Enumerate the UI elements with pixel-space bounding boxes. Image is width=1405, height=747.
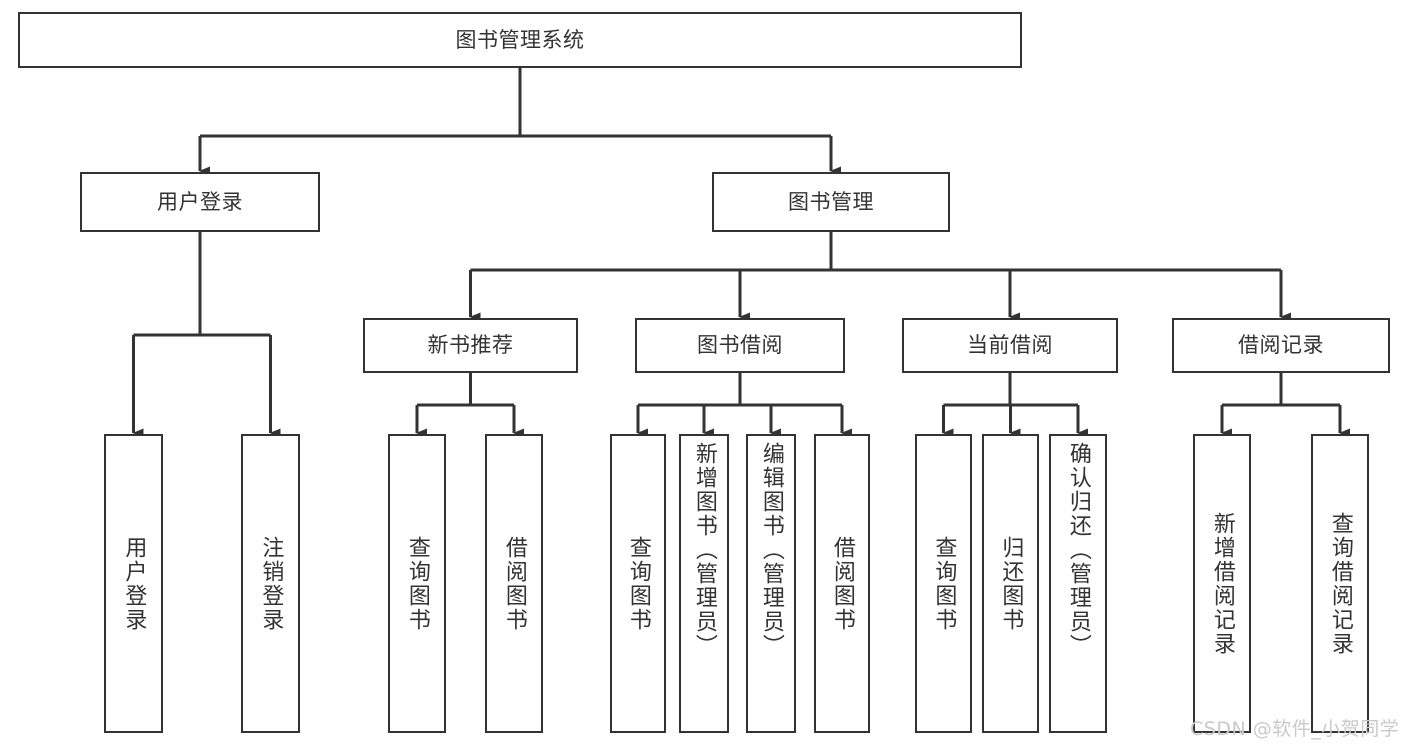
node-l-bk-add[interactable]: 新增图书（管理员） bbox=[679, 434, 729, 733]
node-label: 图书管理系统 bbox=[455, 27, 585, 52]
node-l-user-logout[interactable]: 注销登录 bbox=[241, 434, 300, 733]
node-l-user-login[interactable]: 用户登录 bbox=[104, 434, 163, 733]
node-t1-user-login[interactable]: 用户登录 bbox=[80, 172, 320, 232]
node-label: 查询图书 bbox=[625, 535, 651, 632]
node-t2-borrow[interactable]: 图书借阅 bbox=[635, 318, 845, 373]
edge-group bbox=[132, 68, 1350, 438]
node-root[interactable]: 图书管理系统 bbox=[18, 12, 1022, 68]
csdn-watermark: CSDN @软件_小贺同学 bbox=[1190, 718, 1400, 740]
node-label: 归还图书 bbox=[998, 535, 1024, 632]
node-label: 图书借阅 bbox=[697, 333, 783, 358]
node-l-cur-return[interactable]: 归还图书 bbox=[982, 434, 1039, 733]
node-label: 查询图书 bbox=[404, 535, 430, 632]
node-l-cur-confirm[interactable]: 确认归还（管理员） bbox=[1049, 434, 1107, 733]
node-label: 编辑图书（管理员） bbox=[758, 442, 784, 658]
node-l-bk-edit[interactable]: 编辑图书（管理员） bbox=[746, 434, 796, 733]
node-label: 图书管理 bbox=[788, 189, 874, 214]
node-t2-record[interactable]: 借阅记录 bbox=[1172, 318, 1390, 373]
node-label: 查询图书 bbox=[931, 535, 957, 632]
node-label: 借阅图书 bbox=[829, 535, 855, 632]
node-label: 用户登录 bbox=[121, 535, 147, 632]
node-label: 新增借阅记录 bbox=[1209, 511, 1235, 656]
node-l-cur-query[interactable]: 查询图书 bbox=[915, 434, 972, 733]
node-label: 借阅记录 bbox=[1238, 333, 1324, 358]
node-t1-book-manage[interactable]: 图书管理 bbox=[712, 172, 950, 232]
node-l-rec-query[interactable]: 查询借阅记录 bbox=[1311, 434, 1369, 733]
node-l-nb-query[interactable]: 查询图书 bbox=[388, 434, 446, 733]
node-label: 当前借阅 bbox=[967, 333, 1053, 358]
node-label: 查询借阅记录 bbox=[1327, 511, 1353, 656]
node-t2-current[interactable]: 当前借阅 bbox=[902, 318, 1118, 373]
node-label: 借阅图书 bbox=[501, 535, 527, 632]
node-l-rec-add[interactable]: 新增借阅记录 bbox=[1193, 434, 1251, 733]
node-label: 确认归还（管理员） bbox=[1065, 442, 1091, 658]
node-l-nb-borrow[interactable]: 借阅图书 bbox=[485, 434, 543, 733]
node-t2-new-book[interactable]: 新书推荐 bbox=[363, 318, 578, 373]
node-label: 注销登录 bbox=[258, 535, 284, 632]
node-label: 用户登录 bbox=[157, 189, 243, 214]
node-l-bk-borrow[interactable]: 借阅图书 bbox=[814, 434, 870, 733]
node-l-bk-query[interactable]: 查询图书 bbox=[610, 434, 666, 733]
node-label: 新增图书（管理员） bbox=[691, 442, 717, 658]
node-label: 新书推荐 bbox=[427, 333, 514, 358]
